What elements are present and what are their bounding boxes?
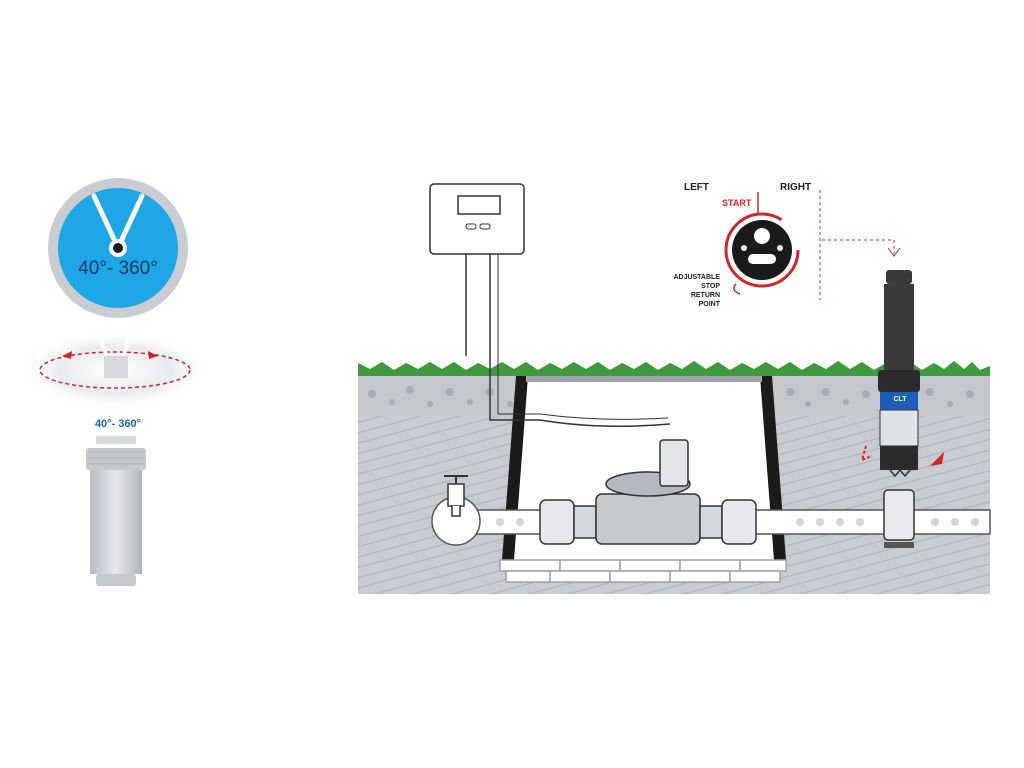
pop-up-sprinkler-side-view bbox=[20, 330, 210, 586]
start-label: START bbox=[722, 198, 752, 208]
grass-strip bbox=[358, 361, 990, 376]
arc-range-label: 40°- 360° bbox=[94, 418, 142, 430]
arc-stop-dial-icon bbox=[724, 192, 800, 295]
solenoid-valve-icon bbox=[539, 439, 757, 545]
rotation-arrow-left bbox=[62, 351, 72, 359]
right-label: RIGHT bbox=[780, 182, 812, 193]
pointer-arrowhead bbox=[887, 247, 901, 257]
rotation-arrow-icon bbox=[930, 452, 944, 466]
controller-box-icon bbox=[429, 183, 671, 427]
water-tap-icon bbox=[431, 475, 481, 546]
brand-label: CLT bbox=[882, 396, 918, 403]
stop-return-label: ADJUSTABLE STOP RETURN POINT bbox=[673, 274, 720, 308]
arc-adjust-dial-icon bbox=[48, 178, 188, 318]
rotation-arrow-right bbox=[148, 351, 158, 359]
dial-range-label: 40°- 360° bbox=[78, 258, 158, 279]
dashed-pointer bbox=[819, 190, 895, 300]
left-label: LEFT bbox=[684, 182, 709, 193]
